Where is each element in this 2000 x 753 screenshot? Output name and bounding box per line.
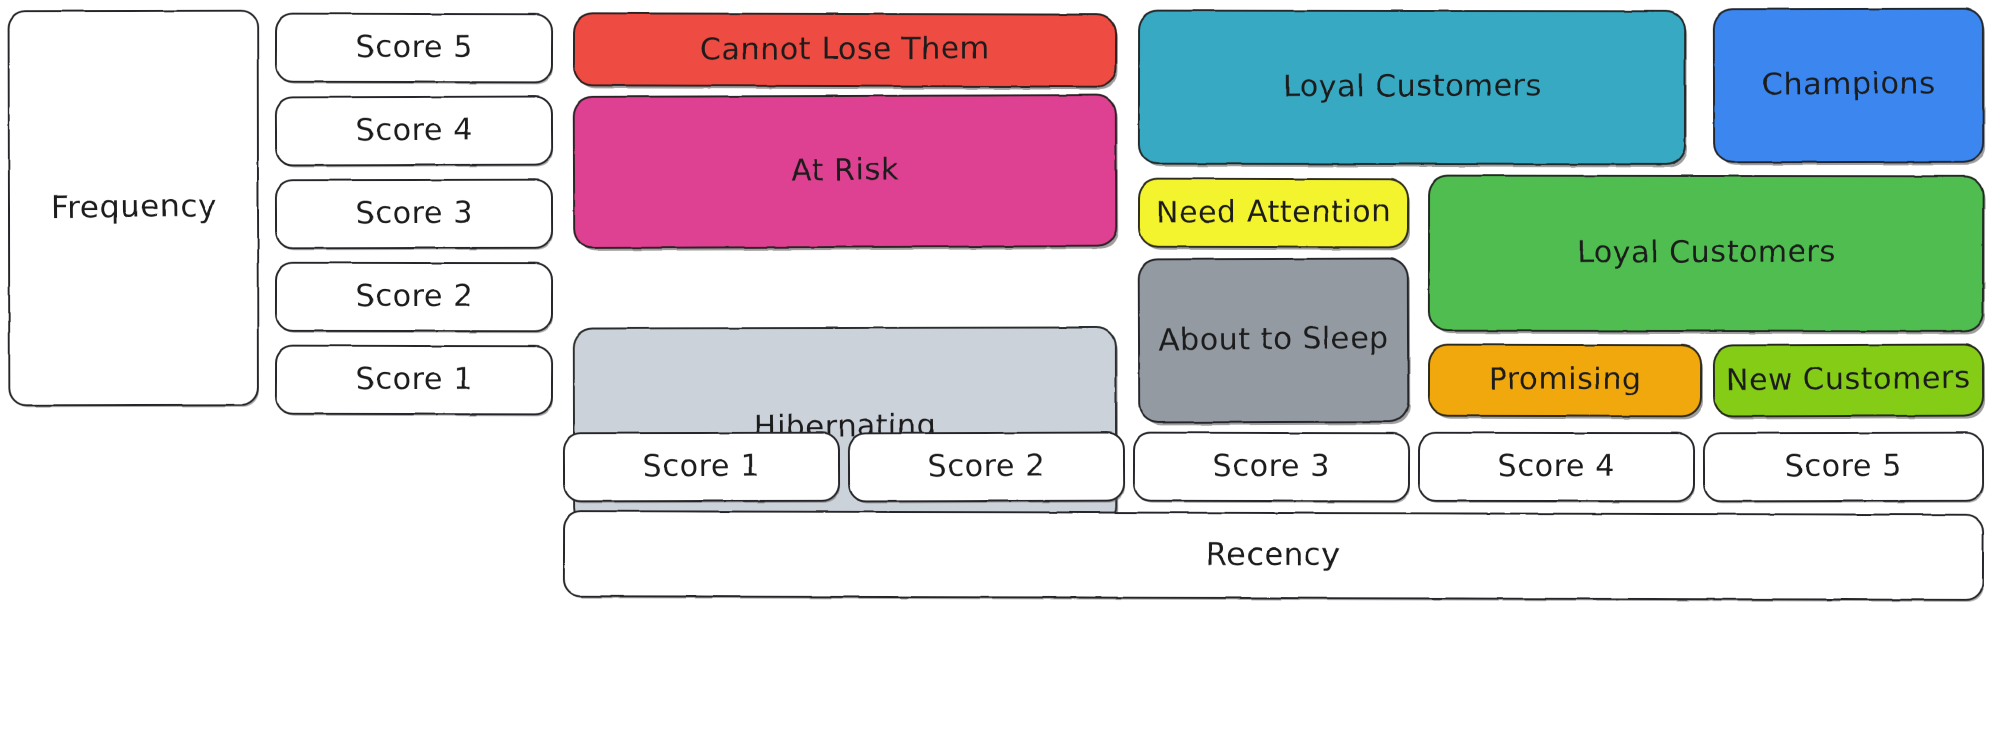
recency-score-2-label: Score 2	[927, 448, 1046, 485]
recency-score-5[interactable]: Score 5	[1702, 431, 1985, 503]
segment-promising[interactable]: Promising	[1427, 343, 1703, 418]
segment-need-attention[interactable]: Need Attention	[1137, 177, 1410, 249]
segment-about-to-sleep[interactable]: About to Sleep	[1137, 257, 1410, 424]
frequency-score-3-label: Score 3	[355, 195, 473, 232]
recency-score-3[interactable]: Score 3	[1132, 431, 1411, 503]
frequency-score-2-label: Score 2	[355, 278, 473, 315]
recency-score-3-label: Score 3	[1212, 448, 1330, 484]
frequency-score-5[interactable]: Score 5	[274, 12, 554, 84]
recency-score-4-label: Score 4	[1497, 448, 1616, 485]
frequency-axis-title: Frequency	[7, 9, 260, 407]
segment-cannot-lose-them[interactable]: Cannot Lose Them	[572, 12, 1118, 88]
segment-promising-label: Promising	[1488, 361, 1642, 398]
frequency-score-2[interactable]: Score 2	[274, 261, 554, 333]
frequency-score-1[interactable]: Score 1	[274, 344, 554, 416]
segment-new-customers[interactable]: New Customers	[1712, 343, 1985, 418]
recency-axis-title: Recency	[562, 510, 1985, 601]
recency-axis-title-label: Recency	[1206, 536, 1341, 573]
recency-score-5-label: Score 5	[1784, 448, 1903, 485]
recency-score-4[interactable]: Score 4	[1417, 431, 1696, 503]
segment-cannot-lose-them-label: Cannot Lose Them	[700, 31, 990, 68]
recency-score-1[interactable]: Score 1	[562, 431, 841, 503]
frequency-score-4[interactable]: Score 4	[274, 95, 554, 167]
segment-need-attention-label: Need Attention	[1156, 194, 1391, 231]
frequency-axis-title-label: Frequency	[50, 188, 217, 226]
segment-at-risk[interactable]: At Risk	[572, 94, 1118, 249]
frequency-score-1-label: Score 1	[355, 361, 473, 397]
segment-new-customers-label: New Customers	[1726, 361, 1971, 399]
frequency-score-3[interactable]: Score 3	[274, 178, 554, 250]
segment-loyal-customers-right-label: Loyal Customers	[1576, 234, 1836, 271]
segment-about-to-sleep-label: About to Sleep	[1158, 321, 1389, 359]
segment-loyal-customers-top-label: Loyal Customers	[1282, 68, 1542, 105]
segment-champions[interactable]: Champions	[1712, 7, 1985, 164]
frequency-score-4-label: Score 4	[355, 112, 473, 149]
segment-loyal-customers-top[interactable]: Loyal Customers	[1137, 9, 1687, 166]
recency-score-2[interactable]: Score 2	[847, 431, 1126, 503]
segment-champions-label: Champions	[1761, 66, 1936, 103]
segment-at-risk-label: At Risk	[790, 152, 900, 189]
recency-score-1-label: Score 1	[642, 448, 761, 485]
frequency-score-5-label: Score 5	[355, 29, 473, 65]
segment-loyal-customers-right[interactable]: Loyal Customers	[1427, 174, 1985, 333]
